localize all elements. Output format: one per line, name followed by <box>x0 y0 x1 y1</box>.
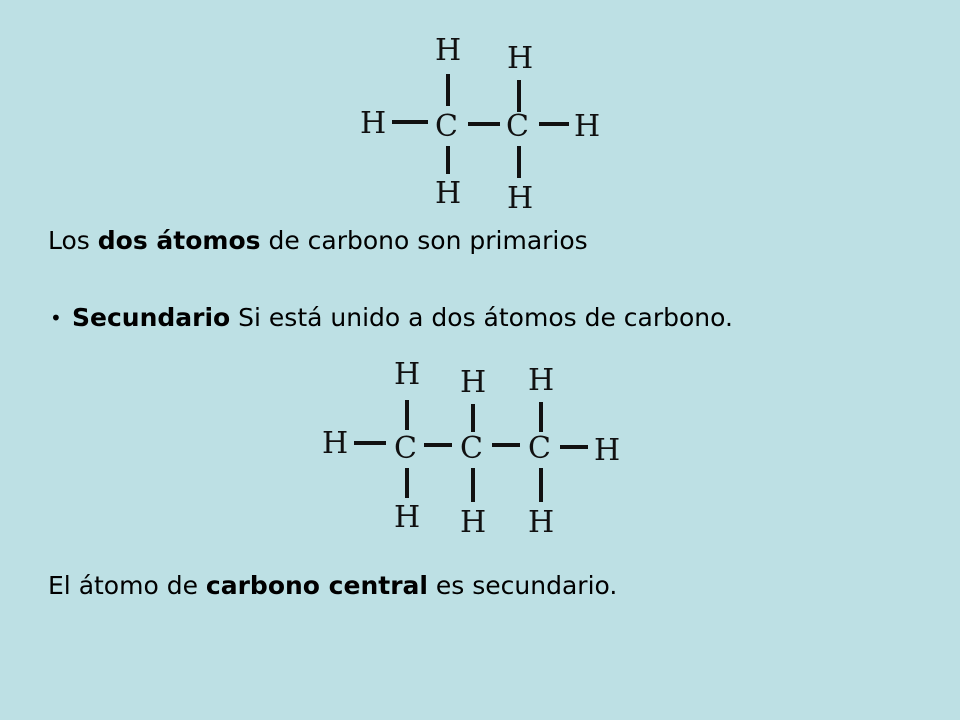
text-central-carbon: El átomo de carbono central es secundari… <box>48 571 617 601</box>
propane-atom-c2: C <box>460 431 483 466</box>
line-2-bold: Secundario <box>72 303 231 332</box>
ethane-structure: H H H C C H H H <box>340 30 630 220</box>
ethane-atom-h-bottom-2: H <box>507 181 533 216</box>
bullet-secondary-definition: • Secundario Si está unido a dos átomos d… <box>50 303 733 333</box>
ethane-atom-h-left: H <box>360 106 386 141</box>
ethane-atom-h-bottom-1: H <box>435 176 461 211</box>
ethane-atom-h-top-1: H <box>435 33 461 68</box>
ethane-atom-h-top-2: H <box>507 41 533 76</box>
ethane-atom-h-right: H <box>574 109 600 144</box>
ethane-atom-c1: C <box>435 109 458 144</box>
ethane-diagram: H H H C C H H H <box>360 33 600 216</box>
line-3-bold: carbono central <box>205 571 428 600</box>
line-1-text-a: Los <box>48 226 98 255</box>
propane-atom-c1: C <box>394 431 417 466</box>
propane-diagram: H H H H C C C H H H H <box>322 357 620 540</box>
bullet-icon: • <box>50 306 62 330</box>
propane-atom-h-top-2: H <box>460 365 486 400</box>
line-2-text: Si está unido a dos átomos de carbono. <box>230 303 733 332</box>
propane-structure: H H H H C C C H H H H <box>300 352 640 542</box>
propane-atom-h-top-3: H <box>528 363 554 398</box>
propane-atom-h-top-1: H <box>394 357 420 392</box>
ethane-atom-c2: C <box>506 109 529 144</box>
propane-atom-h-bottom-3: H <box>528 505 554 540</box>
text-primary-carbons: Los dos átomos de carbono son primarios <box>48 226 588 256</box>
line-1-text-b: de carbono son primarios <box>260 226 588 255</box>
line-3-text-b: es secundario. <box>427 571 618 600</box>
propane-atom-h-right: H <box>594 433 620 468</box>
propane-atom-c3: C <box>528 431 551 466</box>
line-3-text-a: El átomo de <box>48 571 206 600</box>
propane-atom-h-left: H <box>322 426 348 461</box>
line-1-bold: dos átomos <box>97 226 261 255</box>
propane-atom-h-bottom-2: H <box>460 505 486 540</box>
propane-atom-h-bottom-1: H <box>394 500 420 535</box>
